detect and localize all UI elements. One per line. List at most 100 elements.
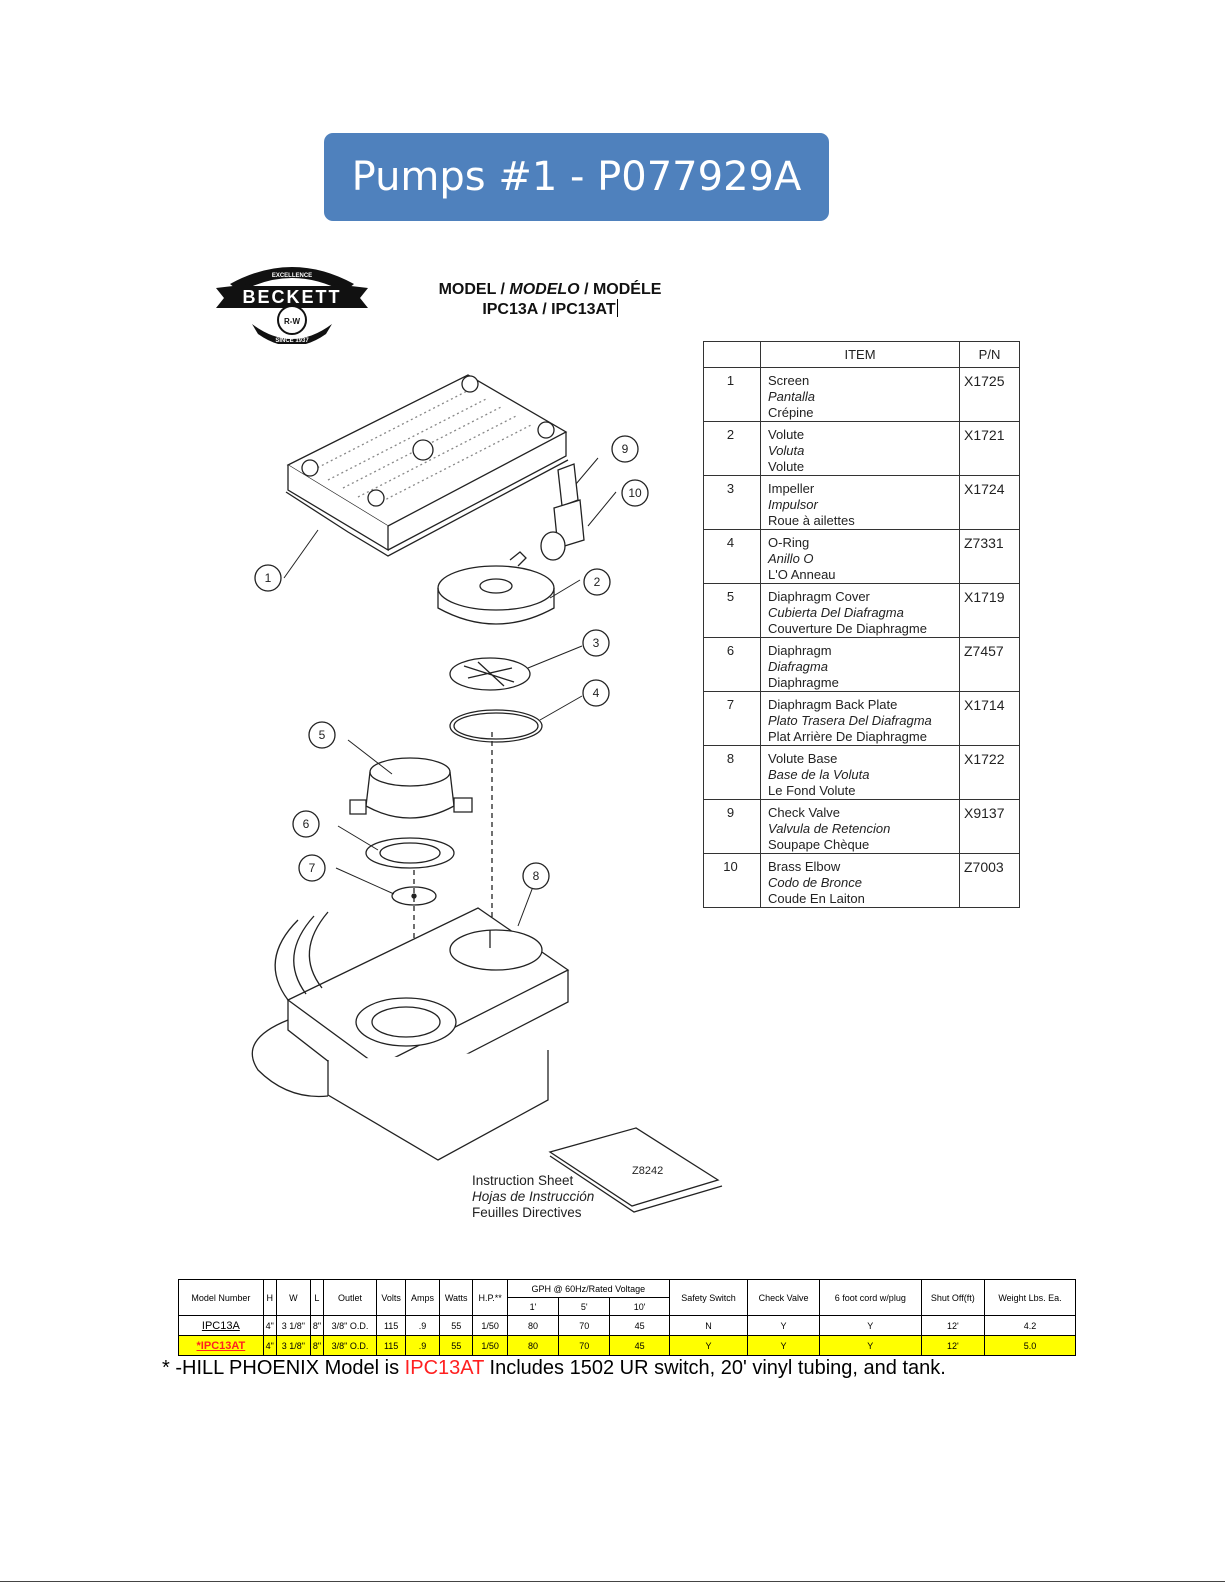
bottom-rule <box>0 1581 1225 1582</box>
parts-row-es: Base de la Voluta <box>768 767 870 782</box>
title-banner: Pumps #1 - P077929A <box>324 133 829 221</box>
specs-cell-h: 4" <box>262 1335 277 1356</box>
callout-label: 3 <box>593 636 600 650</box>
specs-header-cord: 6 foot cord w/plug <box>818 1279 922 1316</box>
specs-header-weight: Weight Lbs. Ea. <box>984 1279 1076 1316</box>
specs-header-volts: Volts <box>376 1279 407 1316</box>
parts-row-en: Brass Elbow <box>768 859 841 874</box>
specs-header-watts: Watts <box>439 1279 474 1316</box>
beckett-logo: EXCELLENCE BECKETT R-W SINCE 1937 <box>216 267 368 344</box>
parts-row-en: Volute Base <box>768 751 838 766</box>
specs-cell-l: 8" <box>309 1315 324 1336</box>
parts-header-item: ITEM <box>760 341 960 368</box>
part-volute-base <box>251 907 570 1161</box>
specs-cell-amps: .9 <box>405 1335 441 1356</box>
callout-3: 3 <box>582 629 610 657</box>
parts-row-en: Diaphragm Back Plate <box>768 697 898 712</box>
part-volute <box>437 551 555 625</box>
parts-row-en: Diaphragm <box>768 643 832 658</box>
specs-cell-hp: 1/50 <box>472 1335 508 1356</box>
specs-cell-model: IPC13A <box>178 1315 264 1336</box>
specs-cell-watts: 55 <box>439 1315 474 1336</box>
parts-row-es: Cubierta Del Diafragma <box>768 605 904 620</box>
parts-row-en: O-Ring <box>768 535 810 550</box>
parts-row-num: 5 <box>703 583 761 638</box>
specs-header-h: H <box>262 1279 277 1316</box>
part-screen <box>285 374 569 557</box>
specs-cell-hp: 1/50 <box>472 1315 508 1336</box>
parts-row-pn: Z7457 <box>959 637 1020 692</box>
specs-header-safety: Safety Switch <box>668 1279 749 1316</box>
parts-row-en: Impeller <box>768 481 815 496</box>
part-impeller <box>449 657 531 691</box>
specs-cell-gph5: 70 <box>558 1335 611 1356</box>
callout-7: 7 <box>298 854 326 882</box>
specs-cell-volts: 115 <box>376 1335 407 1356</box>
parts-row-pn: Z7331 <box>959 529 1020 584</box>
specs-cell-volts: 115 <box>376 1315 407 1336</box>
instruction-sheet-label: Instruction Sheet Hojas de Instrucción F… <box>472 1173 594 1221</box>
specs-cell-weight: 5.0 <box>984 1335 1076 1356</box>
parts-row-pn: X1714 <box>959 691 1020 746</box>
callout-9: 9 <box>611 435 639 463</box>
model-heading-line1: MODEL / MODELO / MODÉLE <box>438 281 662 298</box>
specs-cell-gph1: 80 <box>506 1335 560 1356</box>
parts-header-pn: P/N <box>959 341 1020 368</box>
parts-row-es: Valvula de Retencion <box>768 821 891 836</box>
parts-row-num: 4 <box>703 529 761 584</box>
parts-row-en: Diaphragm Cover <box>768 589 870 604</box>
callout-2: 2 <box>583 568 611 596</box>
parts-row-pn: Z7003 <box>959 853 1020 908</box>
callout-label: 2 <box>594 575 601 589</box>
parts-row-es: Voluta <box>768 443 805 458</box>
specs-header-shutoff: Shut Off(ft) <box>920 1279 986 1316</box>
specs-cell-h: 4" <box>262 1315 277 1336</box>
model-specs-table: Model Number H W L Outlet Volts Amps Wat… <box>178 1279 1076 1356</box>
sheet-pn: Z8242 <box>632 1165 663 1177</box>
footnote-highlight: IPC13AT <box>404 1357 484 1379</box>
specs-cell-gph1: 80 <box>506 1315 560 1336</box>
callout-label: 7 <box>309 861 316 875</box>
specs-cell-shutoff: 12' <box>920 1335 986 1356</box>
parts-row-fr: Couverture De Diaphragme <box>768 621 927 636</box>
specs-cell-weight: 4.2 <box>984 1315 1076 1336</box>
specs-header-w: W <box>275 1279 311 1316</box>
callout-6: 6 <box>292 810 320 838</box>
parts-row-pn: X1721 <box>959 421 1020 476</box>
parts-row-es: Codo de Bronce <box>768 875 862 890</box>
parts-row-pn: X9137 <box>959 799 1020 854</box>
specs-cell-safety: N <box>668 1315 749 1336</box>
parts-row-en: Screen <box>768 373 810 388</box>
callout-8: 8 <box>522 862 550 890</box>
specs-cell-w: 3 1/8" <box>275 1335 311 1356</box>
parts-row-es: Plato Trasera Del Diafragma <box>768 713 932 728</box>
specs-header-check: Check Valve <box>747 1279 820 1316</box>
part-diaphragm-cover <box>349 757 473 819</box>
parts-row-es: Pantalla <box>768 389 815 404</box>
parts-row-num: 3 <box>703 475 761 530</box>
parts-row-pn: X1724 <box>959 475 1020 530</box>
specs-cell-l: 8" <box>309 1335 324 1356</box>
parts-row-en: Volute <box>768 427 805 442</box>
part-diaphragm <box>365 837 455 869</box>
specs-cell-watts: 55 <box>439 1335 474 1356</box>
parts-row-fr: Crépine <box>768 405 814 420</box>
specs-cell-model: *IPC13AT <box>178 1335 264 1356</box>
callout-1: 1 <box>254 564 282 592</box>
callout-10: 10 <box>621 479 649 507</box>
